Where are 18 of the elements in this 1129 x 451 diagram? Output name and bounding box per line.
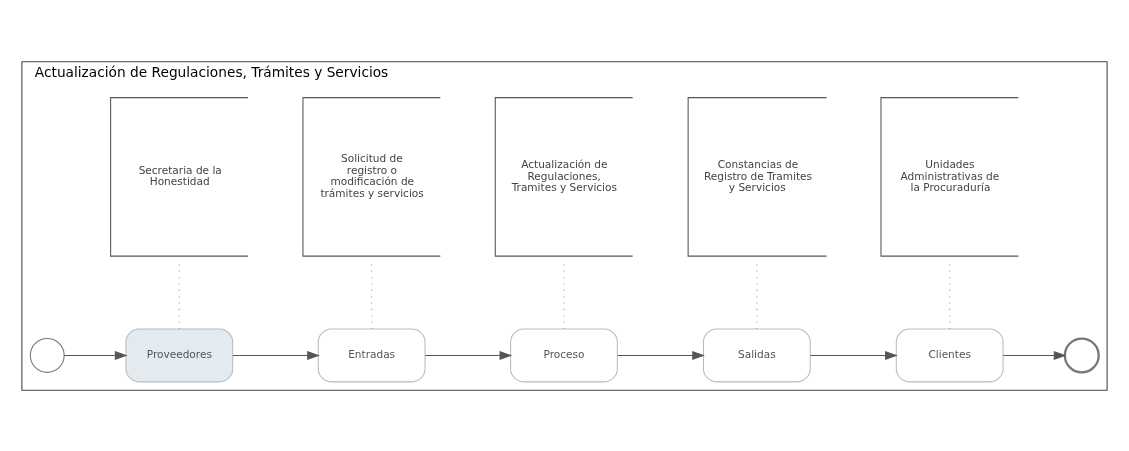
node-text: Constancias de Registro de Tramites y Servicios — [703, 157, 813, 193]
node-box: Clientes — [895, 328, 1004, 382]
node-text: Unidades Administrativas de la Procuraduría — [900, 157, 1000, 193]
arrow — [424, 350, 513, 360]
node-box: Proveedores — [125, 328, 234, 382]
arrow — [63, 350, 128, 360]
node-box: Proceso — [510, 328, 618, 382]
node-text: Solicitud de registro o modificación de trámites y servicios — [320, 151, 424, 199]
node-circle — [29, 337, 65, 373]
arrow — [809, 350, 898, 360]
node-box: Salidas — [702, 328, 811, 382]
node-text: Secretaria de la Honestidad — [138, 163, 222, 187]
node-circle — [1063, 336, 1100, 374]
node-text: Actualización de Regulaciones, Tramites y Servicios — [511, 157, 617, 193]
arrow — [1002, 350, 1067, 360]
node-box: Entradas — [317, 328, 426, 382]
arrow — [232, 350, 320, 360]
arrow — [617, 350, 705, 360]
